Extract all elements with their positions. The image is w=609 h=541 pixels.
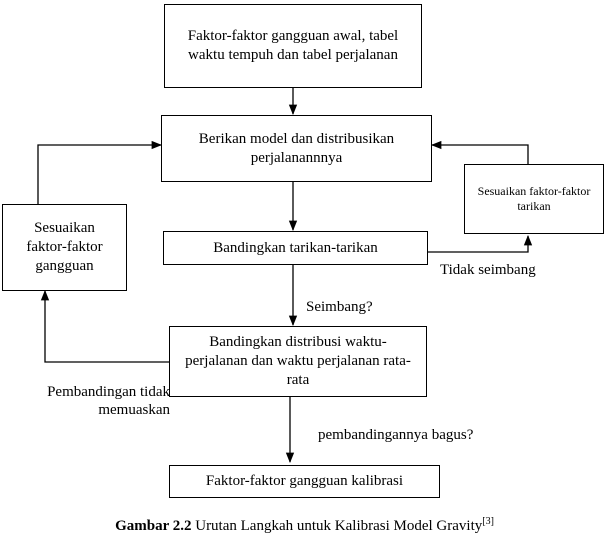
arrow-compare-dist-to-adjust-disturb	[40, 289, 169, 363]
caption-label: Gambar 2.2	[115, 518, 192, 534]
node-adjust-disturb-text: Sesuaikan faktor-faktor gangguan	[26, 220, 103, 274]
node-adjust-disturb: Sesuaikan faktor-faktor gangguan	[2, 204, 127, 291]
label-unsatisfying: Pembandingan tidak memuaskan	[47, 384, 170, 418]
label-not-balanced: Tidak seimbang	[440, 262, 536, 278]
label-balanced: Seimbang?	[306, 299, 373, 315]
label-good: pembandingannya bagus?	[318, 427, 474, 443]
arrow-compare-pull-to-adjust-pull	[428, 234, 533, 253]
node-adjust-pull-text: Sesuaikan faktor-faktor tarikan	[477, 184, 591, 213]
caption-text: Urutan Langkah untuk Kalibrasi Model Gra…	[191, 518, 483, 534]
arrow-adjust-disturb-to-model	[37, 140, 163, 204]
node-model: Berikan model dan distribusikan perjalan…	[161, 115, 432, 182]
node-compare-dist: Bandingkan distribusi waktu-perjalanan d…	[169, 326, 427, 397]
figure-caption: Gambar 2.2 Urutan Langkah untuk Kalibras…	[0, 516, 609, 535]
node-compare-dist-text: Bandingkan distribusi waktu-perjalanan d…	[185, 334, 411, 388]
node-compare-pull-text: Bandingkan tarikan-tarikan	[213, 239, 378, 256]
node-calibrated-text: Faktor-faktor gangguan kalibrasi	[205, 473, 404, 490]
node-start-text: Faktor-faktor gangguan awal, tabel waktu…	[187, 28, 399, 63]
node-compare-pull: Bandingkan tarikan-tarikan	[163, 231, 428, 265]
arrow-adjust-pull-to-model	[430, 140, 529, 164]
node-start: Faktor-faktor gangguan awal, tabel waktu…	[164, 4, 422, 88]
node-model-text: Berikan model dan distribusikan perjalan…	[198, 130, 395, 166]
node-adjust-pull: Sesuaikan faktor-faktor tarikan	[464, 164, 604, 234]
node-calibrated: Faktor-faktor gangguan kalibrasi	[169, 465, 440, 498]
caption-ref: [3]	[482, 516, 494, 527]
